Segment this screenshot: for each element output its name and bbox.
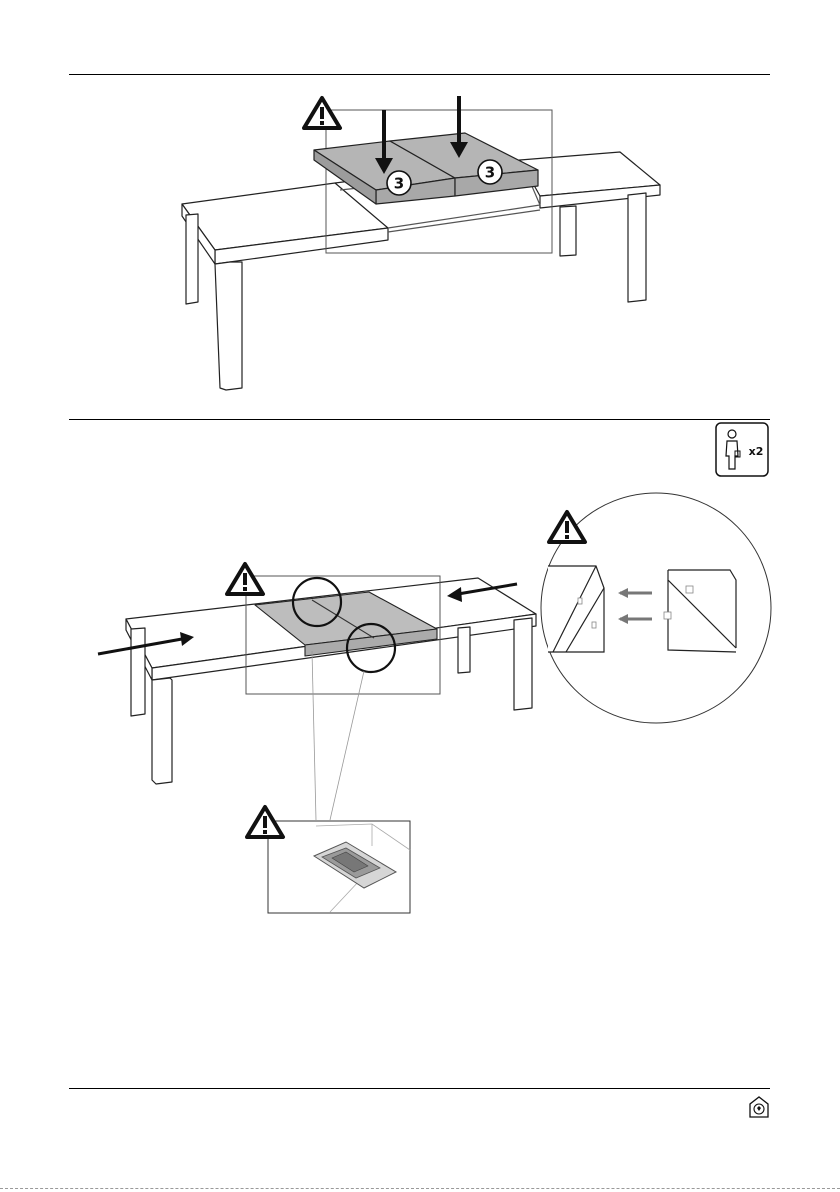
two-person-icon: x2 xyxy=(716,423,768,476)
part-number-label: 3 xyxy=(485,164,495,182)
brand-seal-icon xyxy=(750,1097,768,1117)
warning-triangle-icon xyxy=(227,564,263,594)
page-edge xyxy=(0,1188,840,1189)
part-badge: 3 xyxy=(478,160,502,184)
warning-triangle-icon xyxy=(304,98,340,128)
people-count-label: x2 xyxy=(749,445,764,458)
part-badge: 3 xyxy=(387,171,411,195)
connector-detail-box xyxy=(268,821,410,913)
part-number-label: 3 xyxy=(394,175,404,193)
